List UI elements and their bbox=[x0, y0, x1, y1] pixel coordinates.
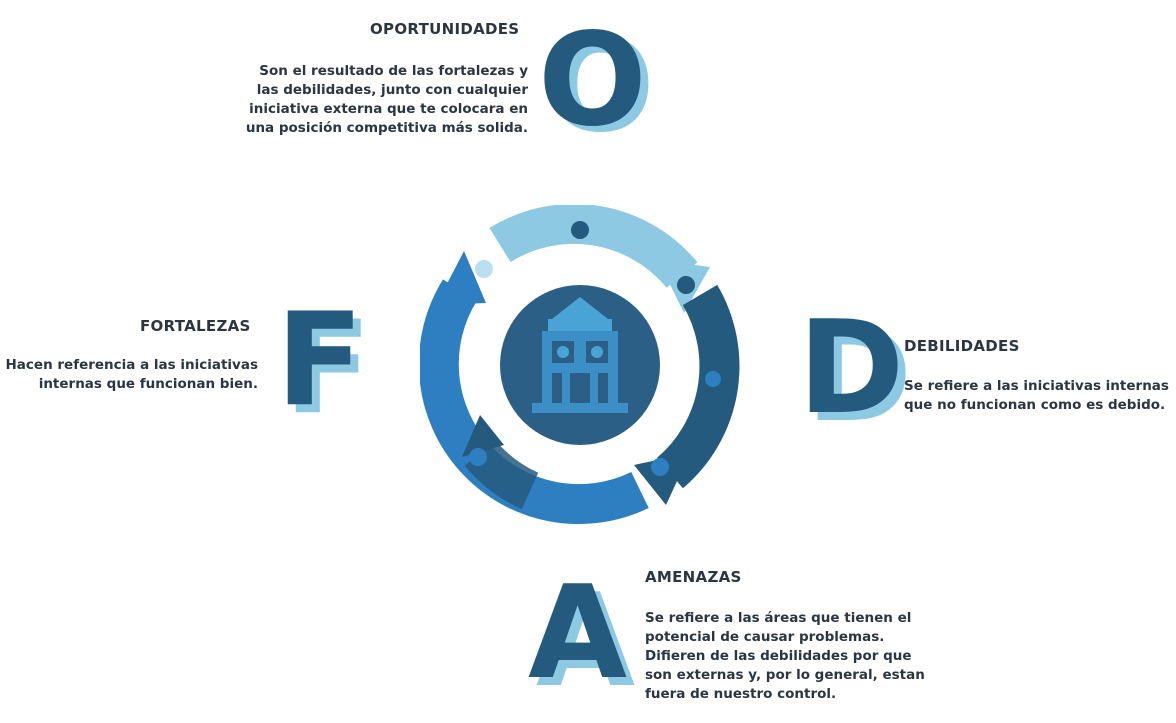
svg-text:A: A bbox=[528, 559, 627, 708]
svg-text:F: F bbox=[284, 294, 371, 443]
svg-text:O: O bbox=[538, 6, 647, 155]
letter-d: D D bbox=[792, 294, 932, 451]
svg-text:D: D bbox=[806, 302, 912, 451]
cycle-arrow-right bbox=[634, 453, 690, 505]
desc-oportunidades: Son el resultado de las fortalezas y las… bbox=[245, 63, 528, 136]
svg-text:D: D bbox=[798, 294, 904, 443]
cycle-dot-left bbox=[475, 260, 493, 278]
heading-amenazas: AMENAZAS bbox=[645, 568, 742, 586]
cycle-dot-bottom-left bbox=[469, 448, 487, 466]
desc-fortalezas: Hacen referencia a las iniciativas inter… bbox=[5, 357, 259, 392]
letter-a: A A bbox=[520, 559, 660, 716]
cycle-dot-right bbox=[677, 276, 695, 294]
letter-f: F F bbox=[270, 286, 410, 443]
heading-fortalezas: FORTALEZAS bbox=[140, 317, 251, 335]
building-tower-icon bbox=[532, 297, 628, 413]
svg-text:A: A bbox=[536, 567, 635, 716]
cycle-diagram bbox=[418, 203, 740, 525]
letter-o: O O bbox=[528, 6, 668, 161]
cycle-arc-bottom-left bbox=[464, 439, 539, 510]
heading-oportunidades: OPORTUNIDADES bbox=[370, 20, 520, 38]
cycle-arc-top bbox=[489, 203, 698, 289]
desc-amenazas: Se refiere a las áreas que tienen el pot… bbox=[645, 610, 925, 702]
cycle-dot-mid-right bbox=[705, 371, 721, 387]
cycle-arrow-left bbox=[436, 251, 486, 305]
cycle-dot-top bbox=[571, 221, 589, 239]
cycle-dot-bottom bbox=[651, 458, 669, 476]
desc-debilidades: Se refiere a las iniciativas internas qu… bbox=[904, 378, 1169, 413]
heading-debilidades: DEBILIDADES bbox=[904, 337, 1020, 355]
svg-text:O: O bbox=[546, 12, 655, 161]
svg-text:F: F bbox=[276, 286, 363, 435]
cycle-arrow-bottom-left bbox=[462, 415, 504, 457]
